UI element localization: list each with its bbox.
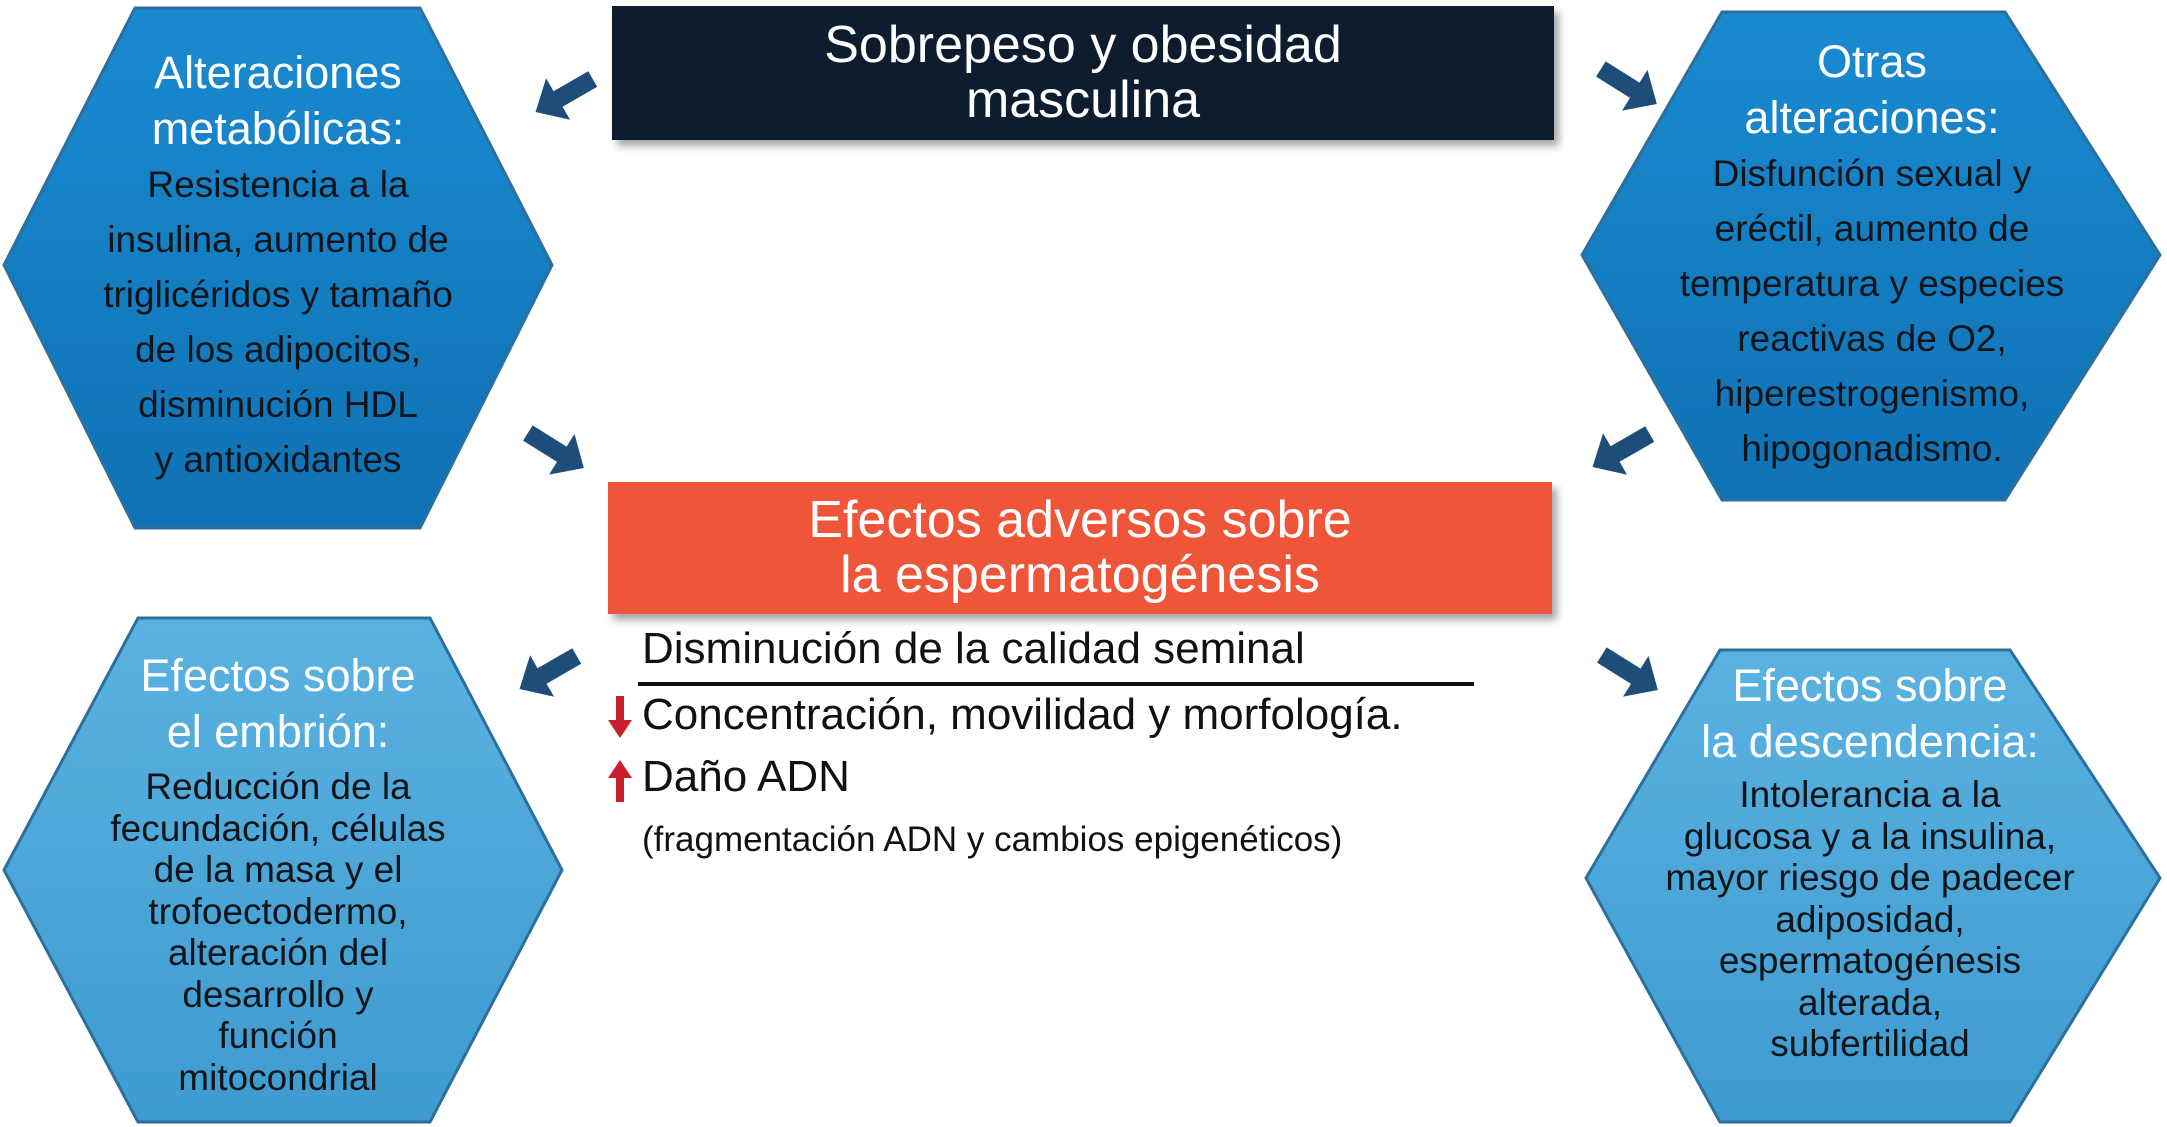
effects-box-shape [608, 482, 1552, 614]
hex-metabolic: Alteraciones metabólicas: Resistencia a … [40, 45, 516, 487]
title-box: Sobrepeso y obesidad masculina [612, 6, 1554, 140]
hex-other: Otras alteraciones: Disfunción sexual y … [1640, 34, 2104, 476]
hex-offspring-shape [1584, 648, 2162, 1124]
up-arrow-icon [608, 760, 632, 802]
arrow-to-other [1596, 61, 1657, 111]
hex-embryo-shape [2, 616, 564, 1124]
increase-item: Daño ADN [642, 752, 850, 801]
title-box-shape [612, 6, 1554, 140]
arrow-to-embryo [519, 648, 582, 697]
increase-note: (fragmentación ADN y cambios epigenético… [642, 820, 1343, 859]
hex-offspring-title: Efectos sobre la descendencia: [1701, 660, 2039, 767]
arrow-to-offspring [1597, 647, 1658, 697]
down-arrow-icon [608, 696, 632, 738]
arrow-metabolic-to-effects [523, 425, 584, 475]
arrow-other-to-effects [1592, 426, 1655, 475]
hex-offspring-body: Intolerancia a la glucosa y a la insulin… [1665, 774, 2075, 1064]
hex-metabolic-shape [2, 6, 554, 530]
decrease-item: Concentración, movilidad y morfología. [642, 690, 1403, 739]
effects-box-text: Efectos adversos sobre la espermatogénes… [808, 491, 1352, 604]
hex-embryo: Efectos sobre el embrión: Reducción de l… [40, 648, 516, 1098]
hex-other-shape [1580, 10, 2162, 502]
hex-metabolic-title: Alteraciones metabólicas: [151, 47, 405, 154]
title-box-text: Sobrepeso y obesidad masculina [824, 16, 1342, 129]
hex-other-body: Disfunción sexual y eréctil, aumento de … [1679, 153, 2065, 469]
hex-metabolic-body: Resistencia a la insulina, aumento de tr… [103, 164, 453, 480]
effects-box: Efectos adversos sobre la espermatogénes… [608, 482, 1552, 614]
hex-embryo-title: Efectos sobre el embrión: [140, 650, 416, 757]
seminal-quality-heading: Disminución de la calidad seminal [642, 624, 1305, 673]
hex-other-title: Otras alteraciones: [1744, 36, 2000, 143]
hex-offspring: Efectos sobre la descendencia: Intoleran… [1630, 658, 2110, 1065]
arrow-to-metabolic [535, 71, 598, 120]
hex-embryo-body: Reducción de la fecundación, células de … [110, 766, 446, 1098]
